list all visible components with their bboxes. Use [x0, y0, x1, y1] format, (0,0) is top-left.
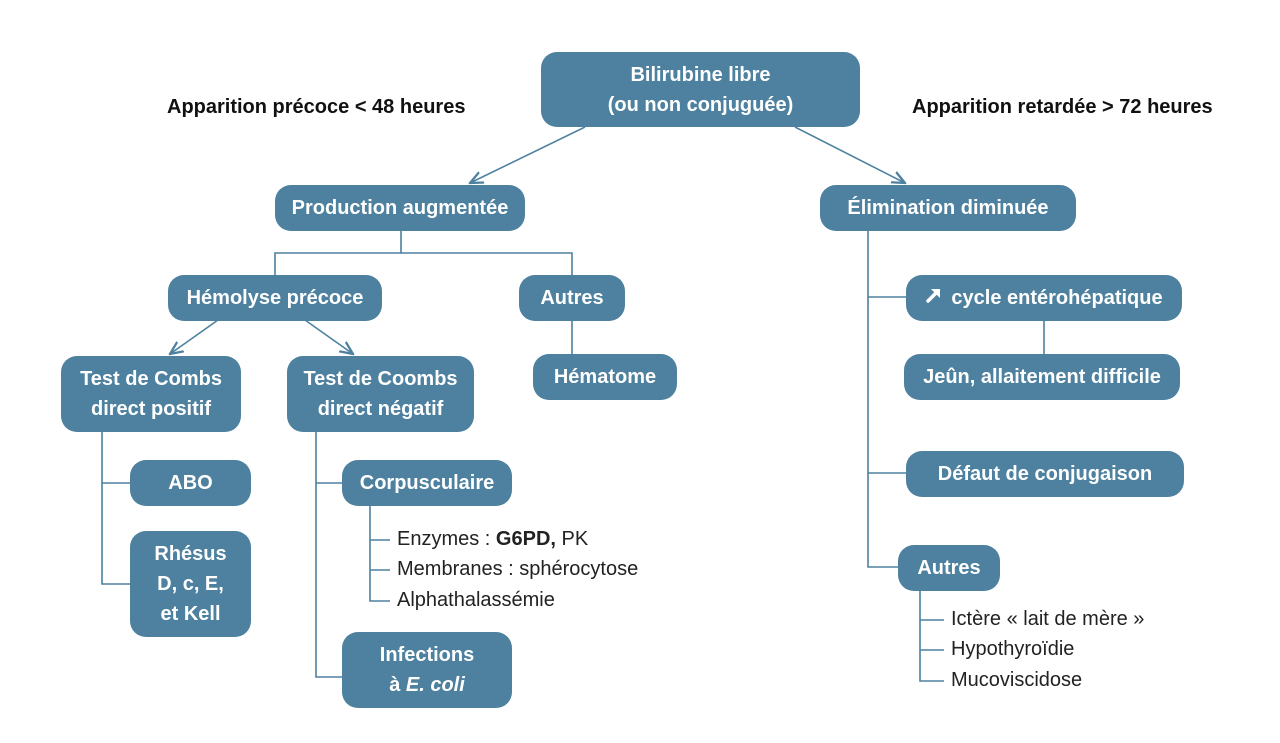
node-rhesus-line1: Rhésus: [154, 543, 227, 565]
node-production-label: Production augmentée: [291, 197, 509, 219]
node-hematome-label: Hématome: [553, 366, 657, 388]
node-defaut: Défaut de conjugaison: [906, 451, 1184, 497]
node-infections: Infections à E. coli: [342, 632, 512, 708]
heading-late-onset: Apparition retardée > 72 heures: [912, 96, 1213, 118]
node-abo-label: ABO: [168, 472, 213, 494]
node-elimination: Élimination diminuée: [820, 185, 1076, 231]
heading-early-onset: Apparition précoce < 48 heures: [167, 96, 466, 118]
leaf-enzymes-g6pd: G6PD,: [495, 528, 556, 550]
node-autres-right-label: Autres: [917, 557, 981, 579]
node-infections-line2: à E. coli: [389, 670, 465, 700]
node-autres-right: Autres: [898, 545, 1000, 591]
node-combs-positive: Test de Combs direct positif: [61, 356, 241, 432]
leaf-alphathalassemie: Alphathalassémie: [397, 589, 555, 611]
connector-combs-tree: [101, 432, 130, 585]
node-cycle-label: cycle entérohépatique: [951, 287, 1163, 309]
connector-production-autres: [401, 252, 573, 275]
arrow-hemolyse-coombs: [304, 319, 353, 354]
node-rhesus: Rhésus D, c, E, et Kell: [130, 531, 251, 637]
arrow-hemolyse-combs: [170, 319, 219, 354]
leaf-membranes: Membranes : sphérocytose: [397, 558, 639, 580]
node-rhesus-line2: D, c, E,: [157, 573, 224, 595]
connector-corpusculaire-items: [369, 505, 390, 602]
node-hematome: Hématome: [533, 354, 677, 400]
node-coombs-line2: direct négatif: [317, 398, 444, 420]
connector-elimination-tree: [867, 230, 898, 568]
leaf-hypothyroidie: Hypothyroïdie: [951, 638, 1075, 660]
leaf-enzymes: Enzymes : G6PD, PK: [397, 528, 588, 551]
connector-production-split: [274, 230, 402, 275]
node-autres-left-label: Autres: [540, 287, 604, 309]
root-line2: (ou non conjuguée): [607, 93, 794, 116]
node-combs-line1: Test de Combs: [80, 368, 222, 390]
connector-autres-items: [919, 589, 944, 682]
node-jeun-label: Jeûn, allaitement difficile: [923, 366, 1161, 388]
node-coombs-line1: Test de Coombs: [303, 368, 458, 390]
node-corpusculaire: Corpusculaire: [342, 460, 512, 506]
node-jeun: Jeûn, allaitement difficile: [904, 354, 1180, 400]
leaf-ictere: Ictère « lait de mère »: [951, 608, 1145, 630]
root-node: Bilirubine libre (ou non conjuguée): [541, 52, 860, 127]
arrow-up-right-icon: [925, 283, 943, 313]
node-defaut-label: Défaut de conjugaison: [937, 463, 1153, 485]
node-hemolyse-label: Hémolyse précoce: [186, 287, 364, 309]
node-cycle: cycle entérohépatique: [906, 275, 1182, 321]
node-coombs-negative: Test de Coombs direct négatif: [287, 356, 474, 432]
node-infections-ecoli: E. coli: [405, 674, 465, 696]
leaf-mucoviscidose: Mucoviscidose: [951, 669, 1083, 691]
node-infections-line1: Infections: [379, 644, 475, 666]
connector-coombs-tree: [315, 432, 342, 678]
leaf-enzymes-suffix: PK: [555, 528, 589, 550]
node-abo: ABO: [130, 460, 251, 506]
node-corpusculaire-label: Corpusculaire: [359, 472, 495, 494]
node-autres-left: Autres: [519, 275, 625, 321]
leaf-enzymes-prefix: Enzymes :: [397, 528, 496, 550]
node-hemolyse: Hémolyse précoce: [168, 275, 382, 321]
arrow-root-elimination: [794, 126, 905, 183]
node-elimination-label: Élimination diminuée: [847, 197, 1049, 219]
node-infections-prefix: à: [389, 674, 406, 696]
arrow-root-production: [470, 126, 586, 183]
node-rhesus-line3: et Kell: [160, 603, 221, 625]
node-production: Production augmentée: [275, 185, 525, 231]
root-line1: Bilirubine libre: [630, 63, 771, 86]
node-combs-line2: direct positif: [90, 398, 211, 420]
